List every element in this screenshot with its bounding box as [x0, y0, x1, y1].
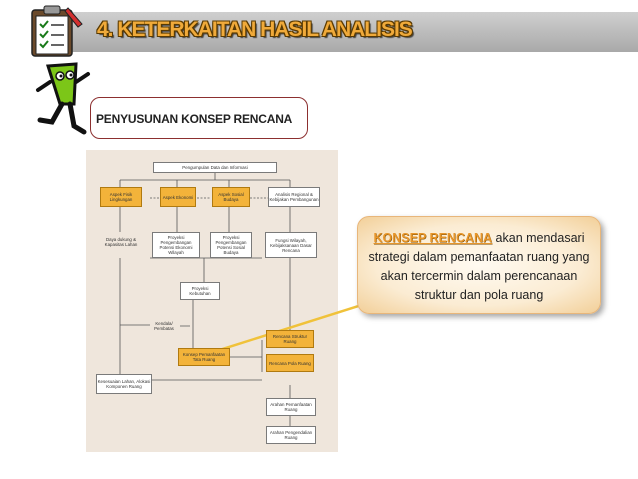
node-analisis-regional: Analisis Regional & Kebijakan Pembanguna… — [268, 187, 320, 207]
node-daya-dukung: Daya dukung & Kapasitas Lahan — [100, 232, 142, 252]
node-fungsi-wilayah: Fungsi Wilayah, Kebijaksanaan Dasar Renc… — [265, 232, 317, 258]
node-proyeksi-kebutuhan: Proyeksi Kebutuhan — [180, 282, 220, 300]
node-pengumpulan: Pengumpulan Data dan Informasi — [153, 162, 277, 173]
node-arahan-pemanfaatan: Arahan Pemanfaatan Ruang — [266, 398, 316, 416]
node-konsep: Konsep Pemanfaatan Tata Ruang — [178, 348, 230, 366]
node-aspek-ekonomi: Aspek Ekonomi — [160, 187, 196, 207]
node-proyeksi-ekonomi: Proyeksi Pengembangan Potensi Ekonomi Wi… — [152, 232, 200, 258]
callout-box: KONSEP RENCANA akan mendasari strategi d… — [357, 216, 601, 314]
node-rencana-pola: Rencana Pola Ruang — [266, 354, 314, 372]
callout-keyword: KONSEP RENCANA — [374, 231, 493, 245]
node-arahan-pengendalian: Arahan Pengendalian Ruang — [266, 426, 316, 444]
node-kesesuaian: Kesesuaian Lahan, Alokasi Komponen Ruang — [96, 374, 152, 394]
node-rencana-struktur: Rencana Struktur Ruang — [266, 330, 314, 348]
node-proyeksi-sosial: Proyeksi Pengembangan Potensi Sosial Bud… — [210, 232, 252, 258]
node-aspek-fisik: Aspek Fisik Lingkungan — [100, 187, 142, 207]
node-aspek-sosial: Aspek Sosial Budaya — [212, 187, 250, 207]
node-kendala: Kendala/ Pembatas — [148, 318, 180, 334]
